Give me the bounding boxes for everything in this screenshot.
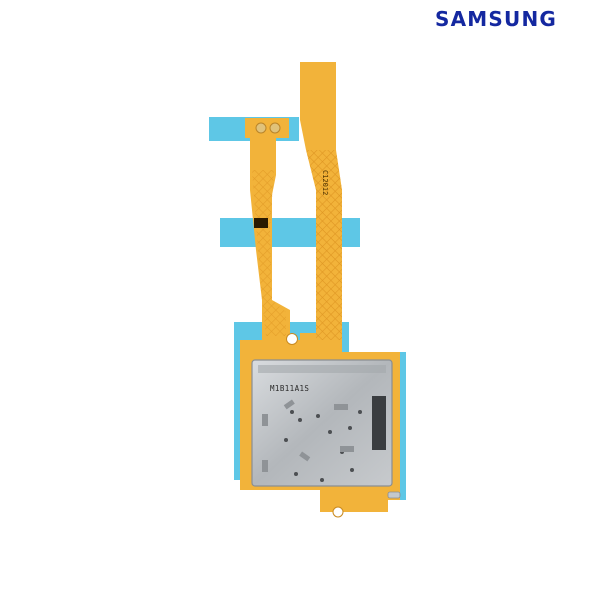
flex-cable-pad [245,118,289,138]
brand-logo: SAMSUNG [435,7,557,31]
sim-card-connector: M1B11A1S [251,359,401,499]
sim-tray-slot [372,396,386,450]
sim-connector-shield [251,359,393,487]
flex-marking: C12012 [321,170,329,195]
part-marking: M1B11A1S [270,384,309,393]
